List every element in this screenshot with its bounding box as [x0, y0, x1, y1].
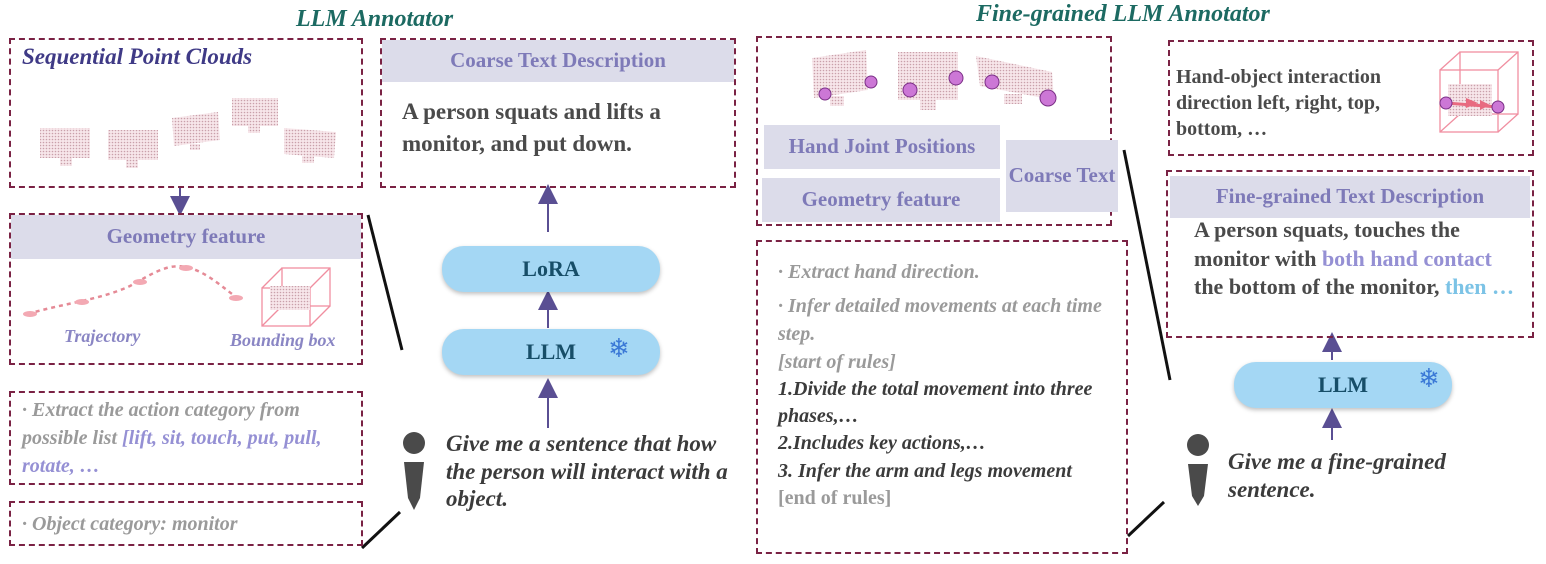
connector-input-to-llm [1122, 149, 1172, 381]
rule-start-marker: [start of rules] [778, 351, 896, 373]
snowflake-icon: ❄ [1418, 364, 1440, 393]
fine-description-box [1166, 170, 1534, 338]
point-cloud-2-stand [126, 160, 138, 168]
interaction-arrow-1 [1466, 98, 1478, 108]
fine-description-part-1: A person squats, touches the monitor wit… [1194, 217, 1460, 271]
point-cloud-3-stand [190, 144, 200, 150]
object-category-box [9, 501, 363, 546]
object-category-text: · Object category: monitor [22, 513, 238, 535]
trajectory-curve [27, 264, 239, 316]
hand-joint-positions-band: Hand Joint Positions [764, 125, 1000, 169]
rules-text: · Extract hand direction. · Infer detail… [778, 258, 1118, 512]
llm-module-right: LLM [1234, 362, 1452, 408]
point-cloud-5 [284, 128, 336, 158]
rule-arm-legs: 3. Infer the arm and legs movement [778, 459, 1072, 482]
person-icon-right [1187, 434, 1209, 506]
interaction-direction-box [1168, 40, 1534, 156]
bounding-box-monitor [270, 286, 310, 310]
rule-divide-phases: 1.Divide the total movement into three p… [778, 378, 1093, 428]
action-category-box [9, 391, 363, 485]
llm-module-left-label: LLM [525, 339, 577, 364]
point-cloud-2 [108, 130, 158, 160]
trajectory-label: Trajectory [64, 326, 141, 346]
geometry-feature-header: Geometry feature [11, 215, 361, 259]
fine-description-highlight-contact: both hand contact [1321, 245, 1492, 271]
snowflake-icon: ❄ [608, 334, 630, 363]
rule-infer-movements: · Infer detailed movements at each time … [778, 295, 1102, 345]
person-icon-left [403, 432, 425, 510]
connector-rules-to-prompt [1126, 500, 1166, 538]
bounding-box-label: Bounding box [230, 330, 336, 350]
lora-module: LoRA [442, 246, 660, 292]
fine-description-header: Fine-grained Text Description [1170, 176, 1530, 218]
user-prompt-left: Give me a sentence that how the person w… [446, 431, 728, 512]
interaction-joint-left [1439, 96, 1453, 110]
rule-end-marker: [end of rules] [778, 486, 892, 509]
fine-input-box [756, 36, 1112, 226]
rule-extract-direction: · Extract hand direction. [778, 261, 980, 283]
point-cloud-4 [232, 98, 278, 126]
point-cloud-4-stand [248, 126, 260, 133]
coarse-description-text: A person squats and lifts a monitor, and… [402, 99, 661, 157]
rules-box [756, 240, 1128, 554]
connector-object-to-prompt [360, 510, 402, 550]
sequential-point-clouds-label: Sequential Point Clouds [22, 44, 253, 69]
llm-module-left: LLM [442, 329, 660, 375]
point-cloud-3 [172, 112, 220, 146]
rule-key-actions: 2.Includes key actions,… [778, 432, 986, 455]
action-category-instruction: · Extract the action category from possi… [22, 399, 300, 449]
interaction-arrow-2 [1480, 100, 1490, 110]
point-cloud-5-stand [302, 156, 314, 163]
connector-geometry-to-llm [366, 214, 404, 351]
hand-joint-point-clouds [812, 50, 1057, 110]
trajectory-points [23, 265, 243, 317]
action-category-text: · Extract the action category from possi… [22, 396, 357, 480]
fine-grained-annotator-title: Fine-grained LLM Annotator [976, 1, 1270, 27]
llm-module-right-label: LLM [1317, 372, 1369, 397]
geometry-feature-band-right: Geometry feature [762, 178, 1000, 222]
action-category-list: [lift, sit, touch, put, pull, rotate, … [22, 427, 322, 477]
fine-description-part-2: the bottom of the monitor, [1194, 274, 1445, 300]
coarse-description-box [380, 38, 736, 188]
interaction-joint-right [1491, 100, 1505, 114]
point-cloud-sequence [40, 98, 336, 168]
llm-annotator-title: LLM Annotator [296, 6, 454, 32]
geometry-feature-box [9, 213, 363, 365]
coarse-description-header: Coarse Text Description [382, 40, 734, 82]
point-cloud-1 [40, 128, 90, 158]
fine-description-text: A person squats, touches the monitor wit… [1194, 216, 1524, 302]
coarse-text-band: Coarse Text [1006, 140, 1118, 212]
fine-description-highlight-then: then … [1444, 274, 1514, 300]
user-prompt-right: Give me a fine-grained sentence. [1228, 449, 1446, 502]
point-cloud-box [9, 38, 363, 188]
interaction-direction-text: Hand-object interaction direction left, … [1176, 66, 1381, 140]
point-cloud-1-stand [60, 158, 72, 166]
